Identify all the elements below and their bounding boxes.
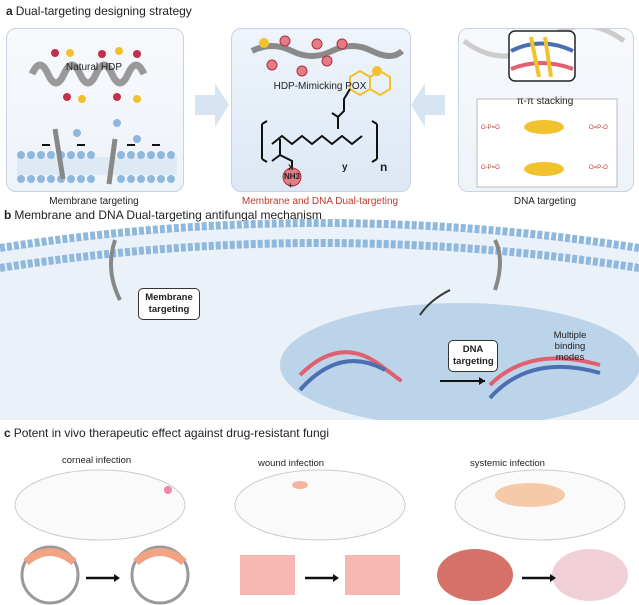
wound-infection-label: wound infection [258, 458, 325, 469]
svg-text:O=P-O: O=P-O [589, 165, 608, 171]
systemic-infection-label: systemic infection [470, 458, 545, 469]
section-title-text: Dual-targeting designing strategy [15, 4, 192, 18]
binding-modes-label: Multiple binding modes [553, 330, 587, 363]
svg-text:O-P=O: O-P=O [481, 125, 500, 131]
corneal-infection-label: corneal infection [62, 455, 132, 466]
chem-amine: NH3 [284, 172, 301, 181]
chem-x: x [288, 162, 294, 173]
membrane-targeting-box: Membrane targeting [138, 288, 200, 320]
svg-text:O=P-O: O=P-O [589, 125, 608, 131]
panel-dual-targeting [231, 28, 411, 192]
natural-hdp-label: Natural HDP [65, 62, 123, 73]
svg-text:O-P=O: O-P=O [481, 165, 500, 171]
panel-membrane-targeting [6, 28, 184, 192]
membrane-targeting-label: Membrane targeting [49, 196, 139, 207]
pox-label: HDP-Mimicking POX [273, 81, 367, 92]
pox-structure-illustration [250, 35, 405, 187]
chem-y: y [342, 162, 348, 173]
dna-targeting-label: DNA targeting [513, 196, 577, 207]
section-letter: b [4, 208, 12, 222]
section-title-text: Potent in vivo therapeutic effect agains… [13, 426, 329, 440]
mouse-wound [234, 469, 406, 541]
section-title-text: Membrane and DNA Dual-targeting antifung… [14, 208, 322, 222]
chem-n: n [380, 160, 388, 174]
chem-charge: + [288, 181, 293, 190]
pi-stacking-label: π-π stacking [516, 96, 574, 107]
section-letter: c [4, 426, 11, 440]
dna-stacking-illustration: O-P=O O=P-O O-P=O O=P-O [462, 29, 626, 188]
dual-targeting-label: Membrane and DNA Dual-targeting [241, 196, 399, 207]
dna-targeting-box: DNA targeting [448, 340, 498, 372]
section-letter: a [6, 4, 13, 18]
hdp-membrane-illustration [17, 47, 177, 185]
mouse-corneal [14, 469, 186, 541]
mouse-systemic [454, 469, 626, 541]
panel-dna-targeting: O-P=O O=P-O O-P=O O=P-O [458, 28, 634, 192]
